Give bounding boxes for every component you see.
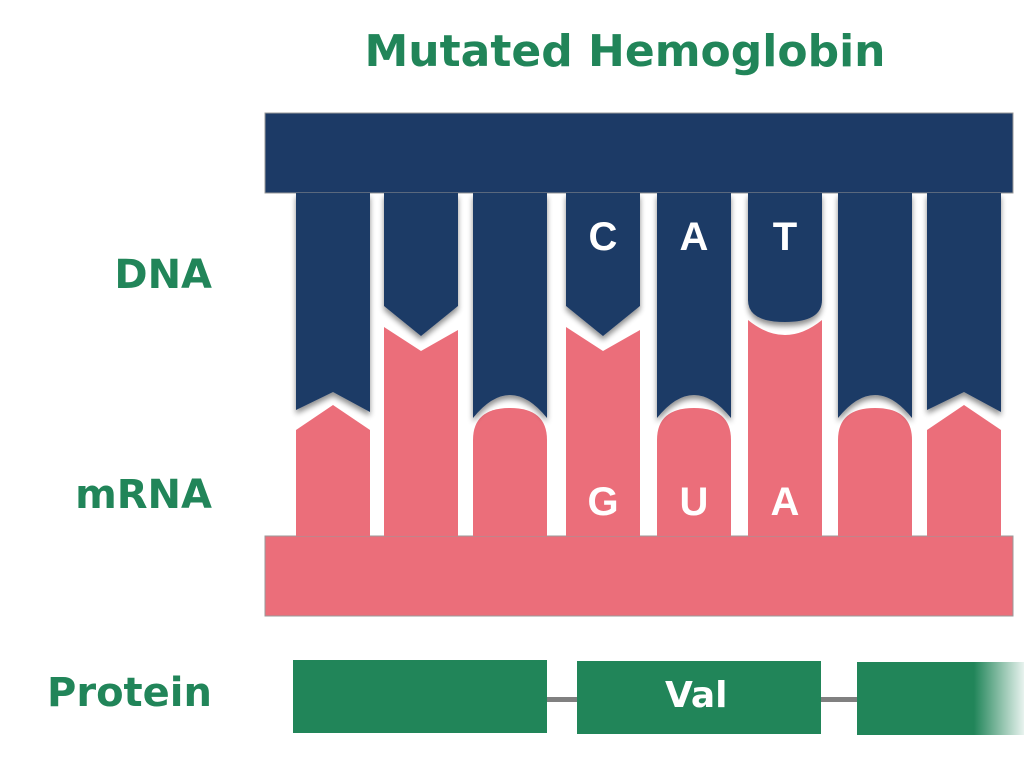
dna-base xyxy=(566,193,640,336)
rna-base xyxy=(296,405,370,536)
dna-base xyxy=(748,193,822,322)
dna-strand xyxy=(264,112,1014,418)
dna-base xyxy=(384,193,458,336)
dna-base xyxy=(296,193,370,412)
dna-backbone xyxy=(264,112,1014,194)
dna-base xyxy=(838,193,912,418)
rna-base xyxy=(473,408,547,536)
base-letters: C G A U T A xyxy=(587,215,799,524)
mrna-backbone xyxy=(264,535,1014,617)
dna-base xyxy=(657,193,731,418)
dna-base-letter: T xyxy=(773,215,797,259)
rna-base xyxy=(927,405,1001,536)
dna-base xyxy=(927,193,1001,412)
rna-base xyxy=(657,408,731,536)
peptide-bond-1 xyxy=(547,697,577,702)
dna-base-letter: C xyxy=(589,215,618,259)
mrna-label: mRNA xyxy=(75,472,212,518)
rna-base-letter: G xyxy=(587,480,618,524)
mrna-strand xyxy=(264,320,1014,617)
dna-label: DNA xyxy=(114,252,212,298)
rna-base-letter: A xyxy=(771,480,800,524)
protein-label: Protein xyxy=(47,670,212,716)
protein-segment-1 xyxy=(293,660,547,733)
rna-base-letter: U xyxy=(680,480,709,524)
dna-base-letter: A xyxy=(680,215,709,259)
rna-base xyxy=(838,408,912,536)
amino-acid-label: Val xyxy=(665,675,728,716)
protein-segment-val: Val xyxy=(577,661,821,734)
dna-base xyxy=(473,193,547,418)
rna-base xyxy=(566,327,640,536)
diagram-title: Mutated Hemoglobin xyxy=(364,26,886,77)
rna-base xyxy=(384,327,458,536)
rna-base xyxy=(748,320,822,536)
protein-segment-3 xyxy=(857,662,1024,735)
peptide-bond-2 xyxy=(821,697,857,702)
